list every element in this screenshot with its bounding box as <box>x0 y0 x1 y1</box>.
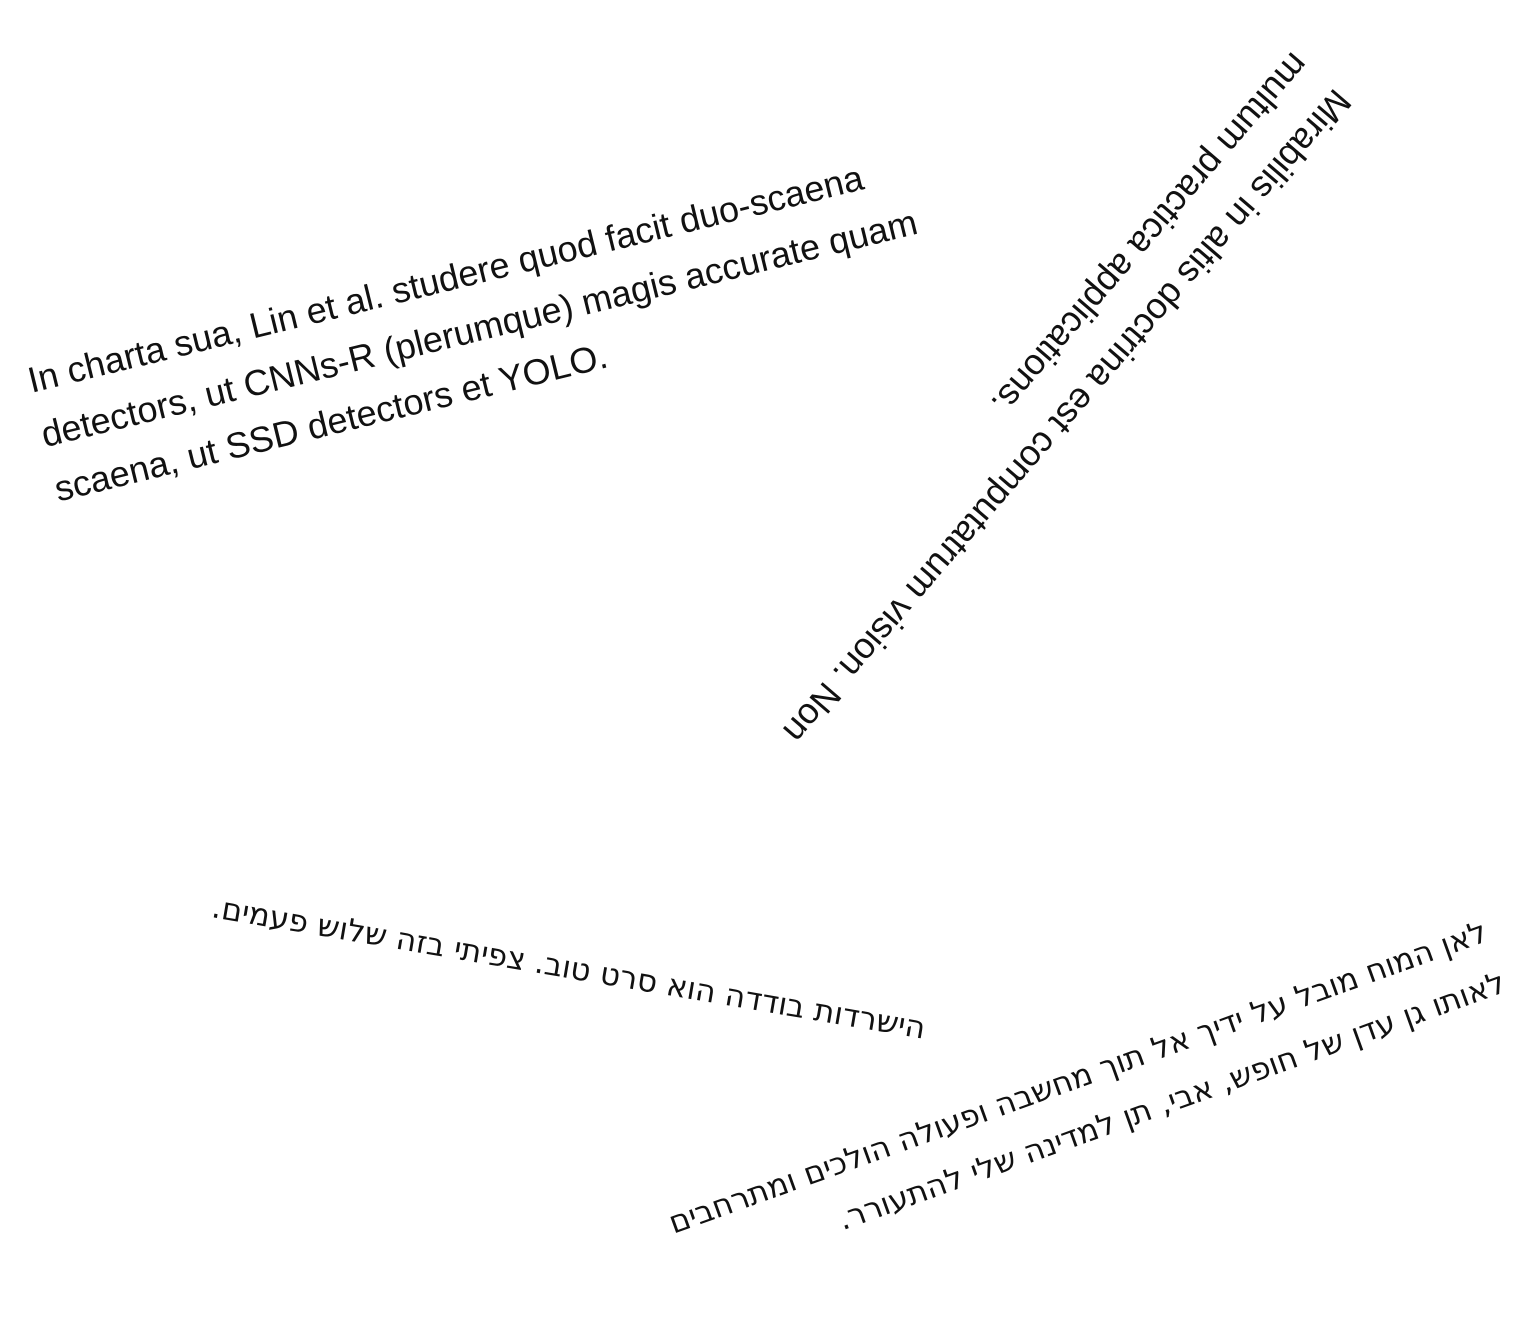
text-line: הישרדות בודדה הוא סרט טוב. צפיתי בזה שלו… <box>209 889 929 1047</box>
text-line: לאן המוח מובל על ידיך אל תוך מחשבה ופעול… <box>664 913 1492 1242</box>
diagonal-latin-paragraph: Mirabilis in altis doctrina est computat… <box>644 40 1365 852</box>
text-line: multum practica applications. <box>983 45 1318 424</box>
hebrew-paragraph-1: הישרדות בודדה הוא סרט טוב. צפיתי בזה שלו… <box>48 855 930 1054</box>
latin-paragraph: In charta sua, Lin et al. studere quod f… <box>22 122 1009 517</box>
